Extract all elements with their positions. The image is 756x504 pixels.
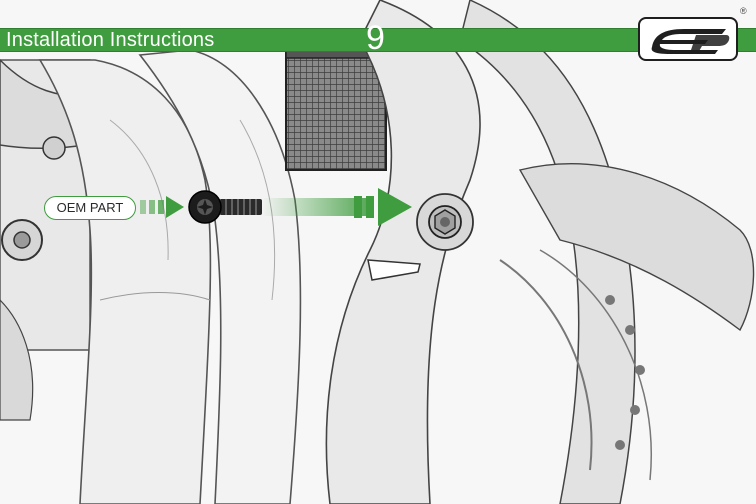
- brand-logo: [638, 17, 738, 61]
- registered-mark: ®: [740, 6, 747, 16]
- page-title: Installation Instructions: [6, 29, 214, 51]
- ep-logo-icon: [648, 25, 730, 55]
- front-wheel-sketch: [326, 0, 753, 504]
- mounting-hole-sketch: [417, 194, 473, 250]
- oem-part-label: OEM PART: [44, 196, 136, 220]
- step-number: 9: [366, 20, 385, 56]
